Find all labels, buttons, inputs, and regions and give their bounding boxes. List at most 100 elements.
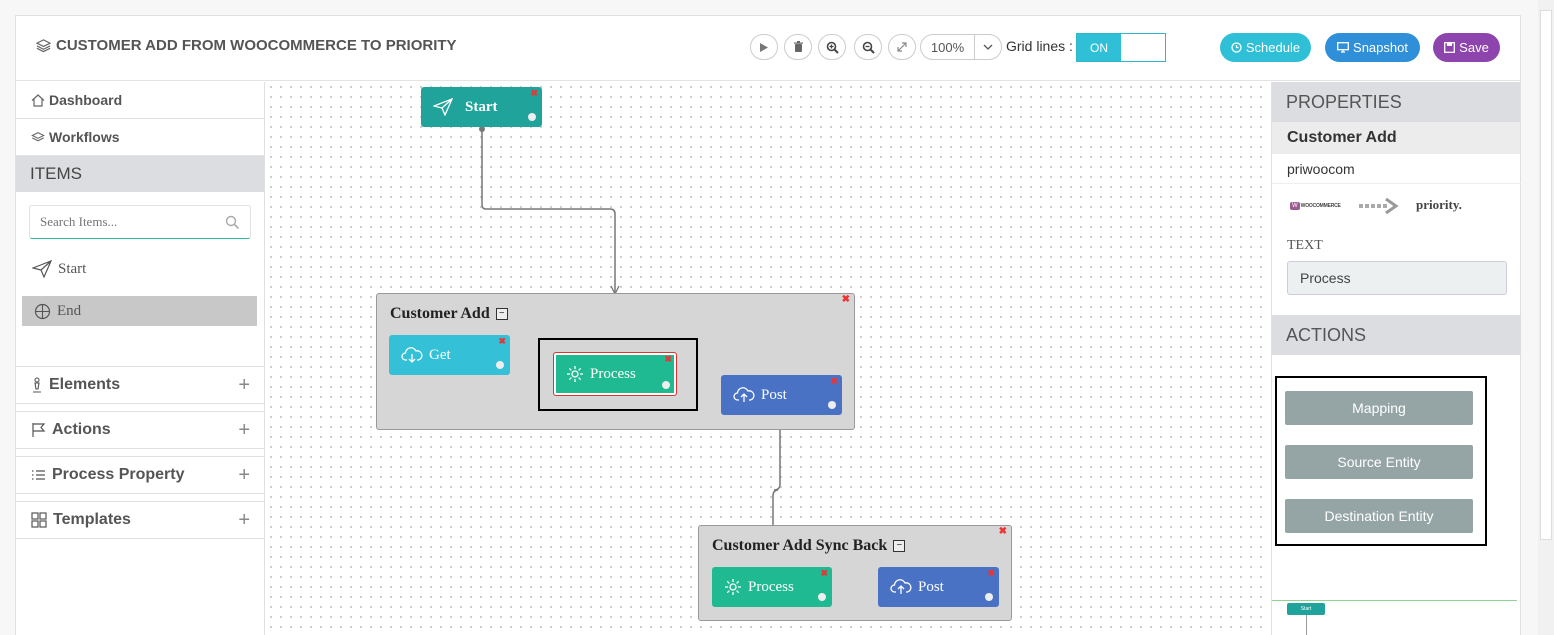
- grid-icon: [31, 512, 47, 528]
- run-button[interactable]: [750, 34, 778, 60]
- sync-post-node[interactable]: Post ✖: [878, 567, 999, 607]
- text-field-label: TEXT: [1287, 238, 1323, 253]
- zoom-out-icon: [862, 41, 875, 54]
- close-icon[interactable]: ✖: [830, 376, 838, 386]
- woo-text: WOOCOMMERCE: [1300, 203, 1341, 209]
- section-templates-label: Templates: [53, 511, 131, 528]
- chess-icon: [33, 377, 41, 393]
- fit-screen-button[interactable]: [888, 34, 916, 60]
- close-icon[interactable]: ✖: [498, 336, 506, 346]
- output-port[interactable]: [818, 593, 826, 601]
- output-port[interactable]: [828, 401, 836, 409]
- search-input[interactable]: [40, 214, 220, 230]
- tool-start-label: Start: [58, 260, 87, 277]
- grid-toggle-off[interactable]: [1121, 34, 1165, 61]
- output-port[interactable]: [662, 381, 670, 389]
- source-entity-button[interactable]: Source Entity: [1285, 445, 1473, 479]
- collapse-icon[interactable]: −: [893, 540, 906, 552]
- sync-process-node[interactable]: Process ✖: [712, 567, 832, 607]
- process-node-label: Process: [590, 365, 636, 382]
- close-icon[interactable]: ✖: [987, 568, 995, 578]
- connector-name: priwoocom: [1287, 161, 1355, 177]
- arrow-right-icon: [1359, 197, 1399, 215]
- grid-toggle-on[interactable]: ON: [1077, 34, 1121, 61]
- zoom-in-button[interactable]: [818, 34, 846, 60]
- process-node-selected[interactable]: Process ✖: [553, 352, 677, 396]
- save-button[interactable]: Save: [1433, 33, 1500, 62]
- gear-icon: [725, 579, 741, 595]
- post-node[interactable]: Post ✖: [721, 375, 842, 415]
- destination-entity-button[interactable]: Destination Entity: [1285, 499, 1473, 533]
- group-title-text: Customer Add Sync Back: [712, 537, 888, 554]
- plus-icon[interactable]: +: [238, 508, 250, 531]
- plus-icon[interactable]: +: [238, 463, 250, 486]
- output-port[interactable]: [496, 361, 504, 369]
- nav-dashboard[interactable]: Dashboard: [16, 82, 264, 119]
- top-toolbar: CUSTOMER ADD FROM WOOCOMMERCE TO PRIORIT…: [16, 16, 1520, 81]
- cloud-upload-icon: [733, 387, 755, 402]
- close-icon[interactable]: ✖: [664, 354, 672, 364]
- nav-workflows-label: Workflows: [49, 129, 120, 145]
- plus-icon[interactable]: +: [238, 373, 250, 396]
- close-icon[interactable]: ✖: [998, 526, 1007, 537]
- zoom-value: 100%: [921, 35, 975, 59]
- grid-lines-toggle[interactable]: ON: [1076, 33, 1166, 62]
- search-items-box[interactable]: [29, 205, 251, 239]
- zoom-in-icon: [826, 41, 839, 54]
- group-title: Customer Add Sync Back −: [712, 537, 906, 555]
- minimap[interactable]: Start: [1272, 600, 1517, 635]
- section-elements-label: Elements: [49, 376, 121, 393]
- floppy-disk-icon: [1444, 42, 1456, 53]
- chevron-down-icon[interactable]: [975, 35, 1001, 59]
- properties-panel: PROPERTIES Customer Add priwoocom W WOOC…: [1271, 82, 1521, 635]
- delete-button[interactable]: [784, 34, 812, 60]
- priority-logo: priority.: [1416, 197, 1462, 212]
- gear-icon: [567, 366, 583, 382]
- tool-end[interactable]: End: [22, 296, 257, 326]
- items-header: ITEMS: [16, 156, 264, 192]
- list-icon: [32, 470, 45, 480]
- plus-icon[interactable]: +: [238, 418, 250, 441]
- close-icon[interactable]: ✖: [841, 294, 850, 305]
- workflow-canvas[interactable]: Start ✖ Customer Add − ✖ Get ✖ Process ✖…: [266, 82, 1270, 635]
- output-port[interactable]: [528, 113, 536, 121]
- zoom-out-button[interactable]: [854, 34, 882, 60]
- snapshot-label: Snapshot: [1353, 40, 1408, 55]
- start-node[interactable]: Start ✖: [421, 87, 542, 127]
- snapshot-button[interactable]: Snapshot: [1325, 33, 1420, 62]
- collapse-icon[interactable]: −: [495, 308, 508, 320]
- nav-workflows[interactable]: Workflows: [16, 119, 264, 156]
- mapping-button[interactable]: Mapping: [1285, 391, 1473, 425]
- left-sidebar: Dashboard Workflows ITEMS Start End Elem…: [16, 82, 265, 635]
- cloud-download-icon: [401, 347, 423, 363]
- section-templates[interactable]: Templates +: [16, 501, 265, 539]
- section-elements[interactable]: Elements +: [16, 366, 265, 404]
- page-scrollbar-thumb[interactable]: [1540, 10, 1552, 540]
- paper-plane-icon: [32, 260, 52, 278]
- minimap-start-node: Start: [1287, 603, 1325, 615]
- tool-start[interactable]: Start: [32, 260, 86, 278]
- group-title: Customer Add −: [390, 305, 508, 323]
- post-node-label: Post: [761, 386, 787, 403]
- cloud-upload-icon: [890, 579, 912, 594]
- actions-highlight: [1275, 376, 1487, 546]
- search-icon[interactable]: [225, 215, 240, 230]
- section-actions[interactable]: Actions +: [16, 411, 265, 449]
- output-port[interactable]: [985, 593, 993, 601]
- woo-badge: W: [1290, 202, 1300, 210]
- text-field-input[interactable]: Process: [1287, 261, 1507, 295]
- play-icon: [760, 42, 768, 52]
- start-node-label: Start: [465, 98, 498, 115]
- schedule-label: Schedule: [1245, 40, 1301, 55]
- nav-dashboard-label: Dashboard: [49, 92, 123, 108]
- schedule-button[interactable]: Schedule: [1220, 33, 1311, 62]
- monitor-icon: [1337, 42, 1349, 53]
- woocommerce-logo: W WOOCOMMERCE: [1290, 200, 1342, 212]
- close-icon[interactable]: ✖: [530, 88, 538, 98]
- get-node[interactable]: Get ✖: [389, 335, 510, 375]
- section-process-property-label: Process Property: [52, 466, 185, 483]
- section-process-property[interactable]: Process Property +: [16, 456, 265, 494]
- close-icon[interactable]: ✖: [820, 568, 828, 578]
- zoom-select[interactable]: 100%: [920, 34, 1002, 60]
- flag-icon: [32, 423, 46, 437]
